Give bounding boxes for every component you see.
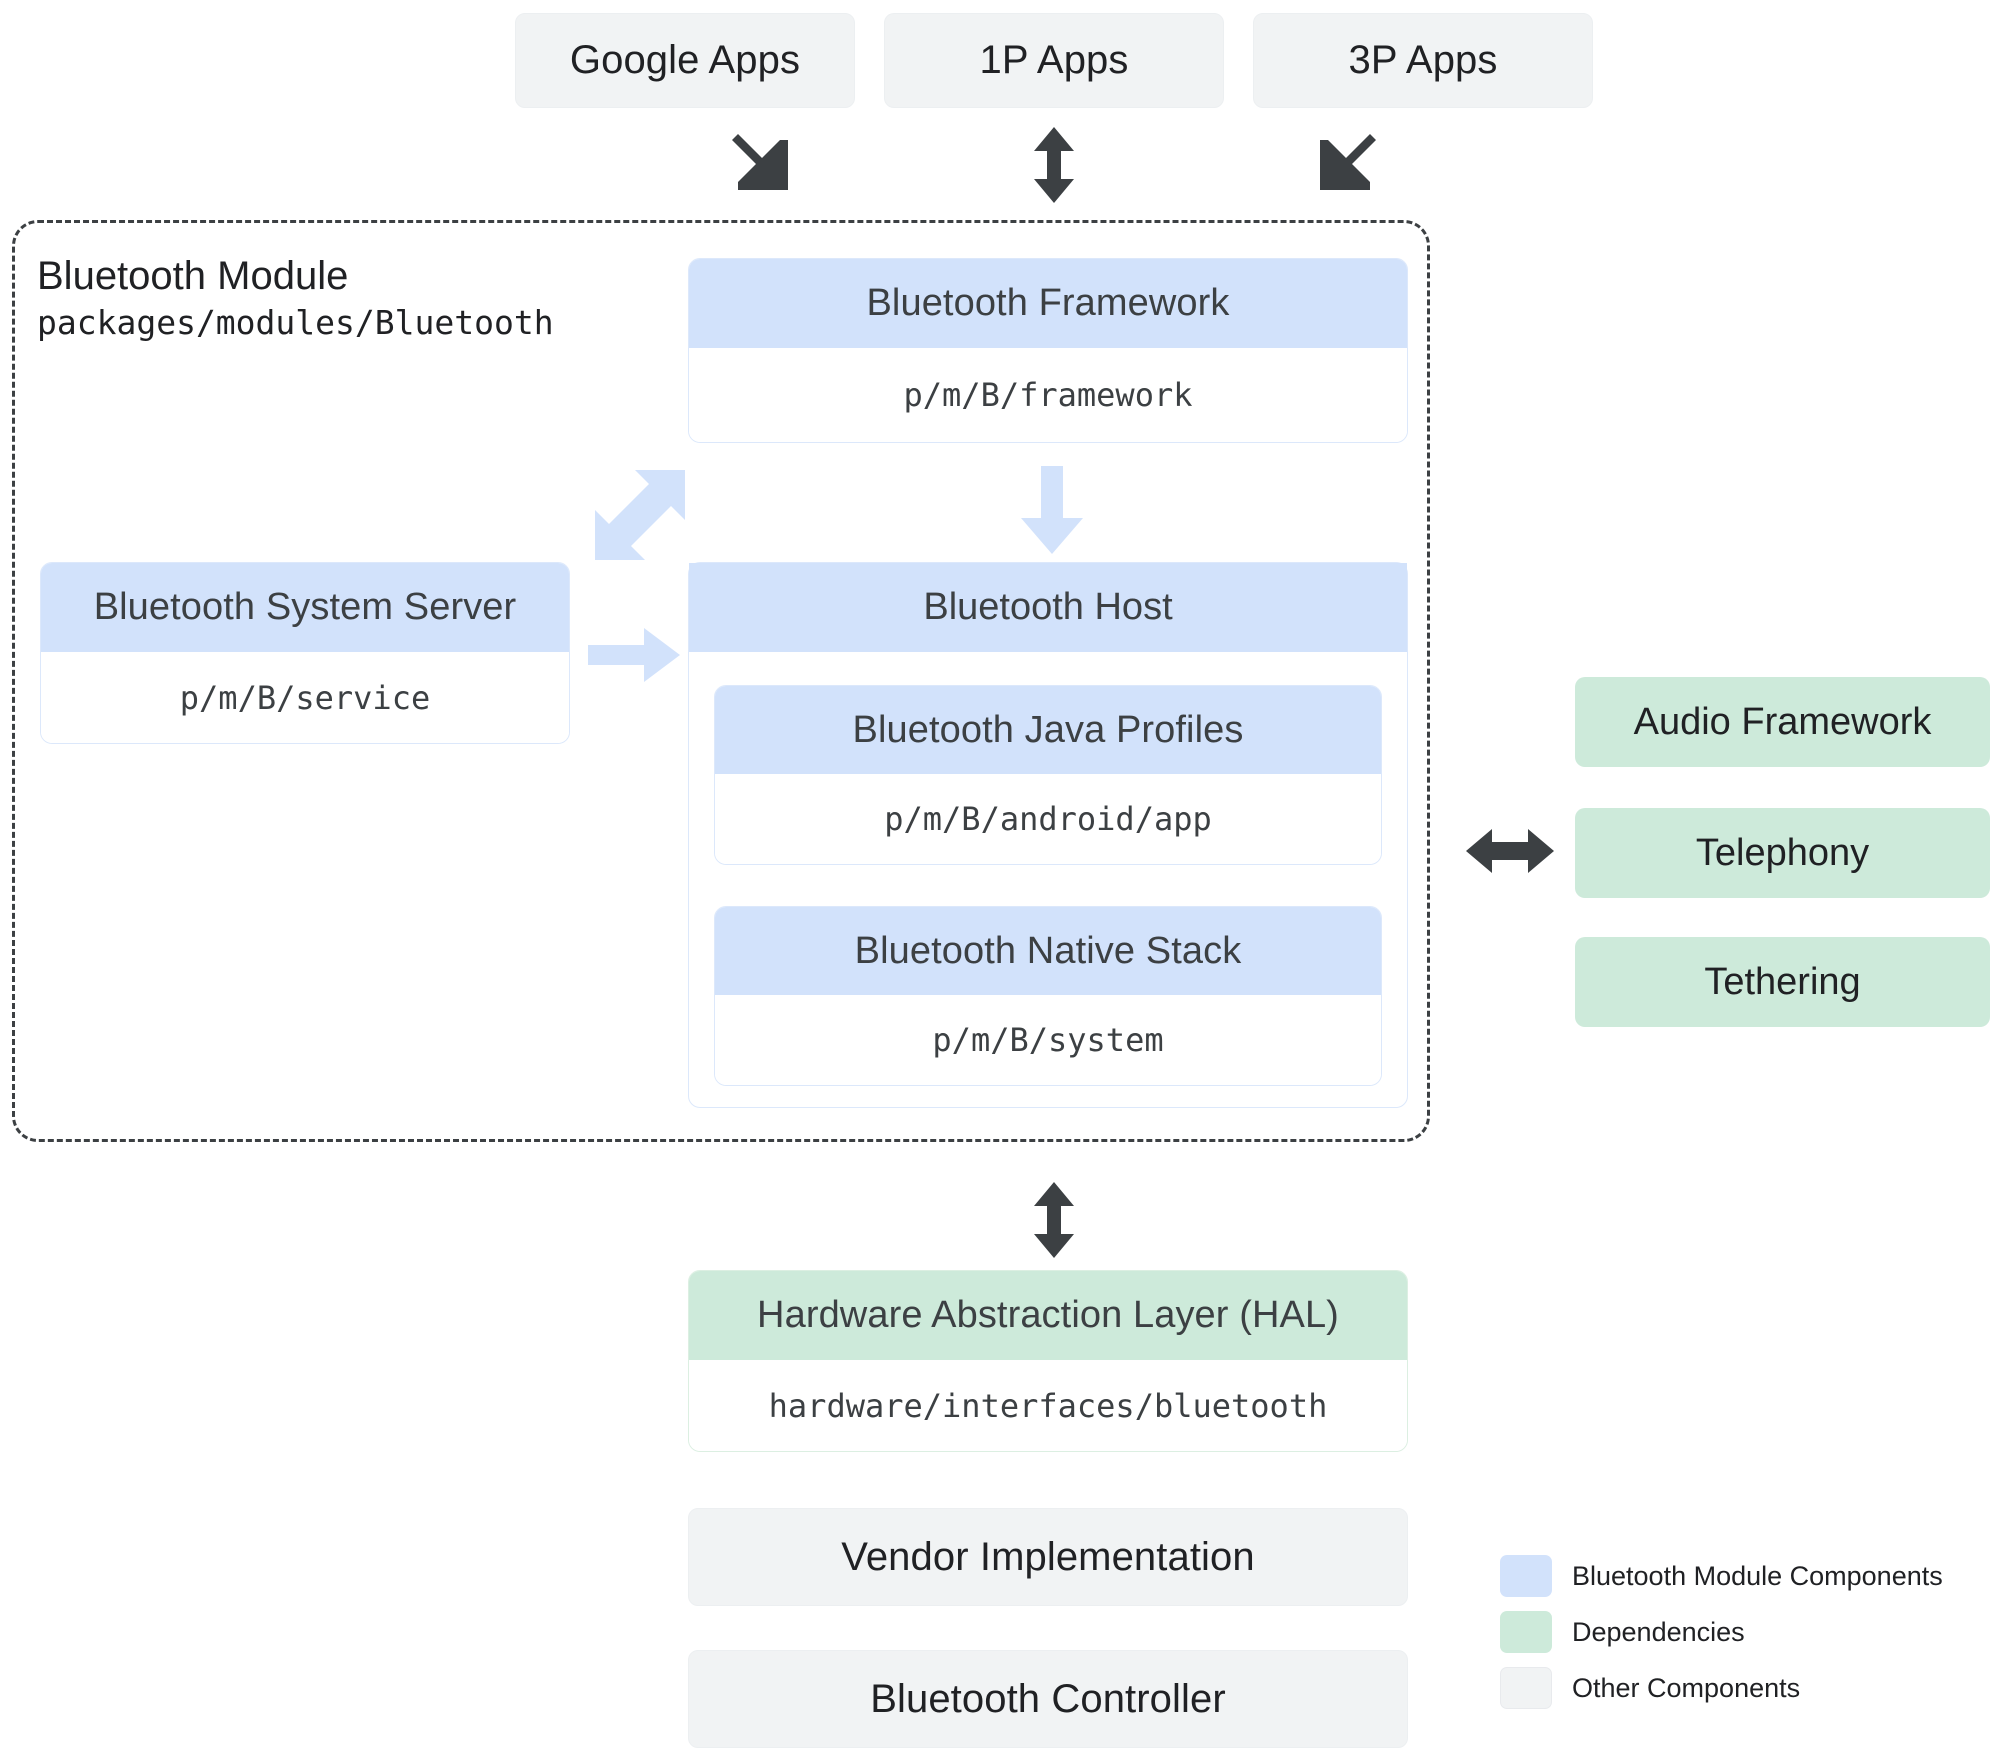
legend-swatch-green: [1500, 1611, 1552, 1653]
legend-label: Dependencies: [1572, 1616, 1745, 1647]
card-title: Bluetooth Framework: [689, 259, 1407, 348]
dependency-label: Telephony: [1695, 831, 1870, 874]
card-path: p/m/B/framework: [689, 348, 1407, 442]
dependency-label: Tethering: [1704, 960, 1861, 1003]
legend-item-dependencies: Dependencies: [1500, 1611, 1745, 1653]
dependency-box-tethering[interactable]: Tethering: [1575, 937, 1990, 1027]
box-label: Vendor Implementation: [841, 1534, 1255, 1579]
card-path: p/m/B/service: [41, 652, 569, 743]
dependency-box-telephony[interactable]: Telephony: [1575, 808, 1990, 898]
dependency-label: Audio Framework: [1633, 700, 1932, 743]
card-path: p/m/B/system: [715, 995, 1381, 1085]
legend-item-other-components: Other Components: [1500, 1667, 1800, 1709]
app-box-label: 3P Apps: [1348, 38, 1498, 82]
app-box-label: 1P Apps: [979, 38, 1129, 82]
card-path: p/m/B/android/app: [715, 774, 1381, 864]
card-path: hardware/interfaces/bluetooth: [689, 1360, 1407, 1451]
arrow-system-server-to-host: [588, 628, 680, 682]
box-vendor-implementation[interactable]: Vendor Implementation: [688, 1508, 1408, 1606]
arrow-module-to-hal: [1034, 1182, 1074, 1258]
app-box-1p-apps[interactable]: 1P Apps: [884, 13, 1224, 108]
arrow-google-apps-to-module: [732, 134, 788, 190]
box-label: Bluetooth Controller: [870, 1676, 1226, 1721]
card-title: Bluetooth Native Stack: [715, 907, 1381, 995]
card-title: Bluetooth Java Profiles: [715, 686, 1381, 774]
app-box-label: Google Apps: [569, 38, 801, 82]
card-title: Bluetooth Host: [689, 563, 1407, 652]
bluetooth-module-container: [12, 220, 1430, 1142]
card-bluetooth-native-stack[interactable]: Bluetooth Native Stack p/m/B/system: [714, 906, 1382, 1086]
legend-swatch-blue: [1500, 1555, 1552, 1597]
module-title: Bluetooth Module: [37, 254, 349, 298]
arrow-framework-to-host: [1021, 466, 1083, 554]
arrow-3p-apps-to-module: [1320, 134, 1376, 190]
legend-swatch-grey: [1500, 1667, 1552, 1709]
legend-label: Bluetooth Module Components: [1572, 1560, 1943, 1591]
arrow-host-to-system-server: [595, 470, 685, 560]
card-title: Bluetooth System Server: [41, 563, 569, 652]
legend-label: Other Components: [1572, 1672, 1801, 1703]
box-bluetooth-controller[interactable]: Bluetooth Controller: [688, 1650, 1408, 1748]
legend: Bluetooth Module Components Dependencies…: [1500, 1555, 1980, 1715]
card-hardware-abstraction-layer[interactable]: Hardware Abstraction Layer (HAL) hardwar…: [688, 1270, 1408, 1452]
card-bluetooth-framework[interactable]: Bluetooth Framework p/m/B/framework: [688, 258, 1408, 443]
app-box-google-apps[interactable]: Google Apps: [515, 13, 855, 108]
app-box-3p-apps[interactable]: 3P Apps: [1253, 13, 1593, 108]
card-bluetooth-system-server[interactable]: Bluetooth System Server p/m/B/service: [40, 562, 570, 744]
dependency-box-audio-framework[interactable]: Audio Framework: [1575, 677, 1990, 767]
module-path: packages/modules/Bluetooth: [37, 303, 554, 342]
card-title: Hardware Abstraction Layer (HAL): [689, 1271, 1407, 1360]
legend-item-bluetooth-module-components: Bluetooth Module Components: [1500, 1555, 1943, 1597]
arrow-1p-apps-to-module: [1034, 127, 1074, 203]
arrow-host-to-dependencies: [1466, 829, 1554, 873]
card-bluetooth-java-profiles[interactable]: Bluetooth Java Profiles p/m/B/android/ap…: [714, 685, 1382, 865]
